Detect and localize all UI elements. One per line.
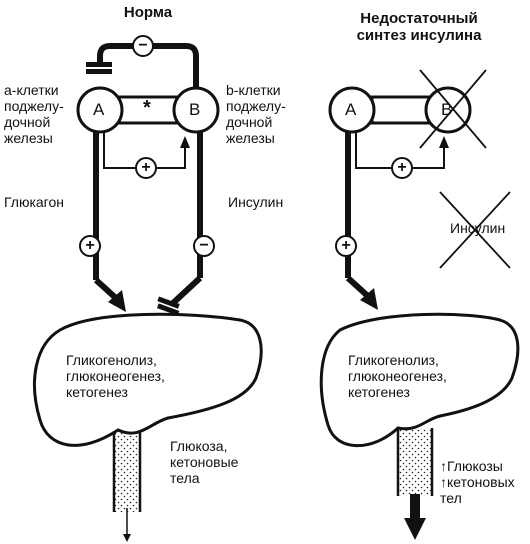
right-insulin-crossed-label: Инсулин [450, 220, 506, 236]
left-glucagon-arrowhead [108, 290, 126, 312]
left-middle-sign-circle [135, 157, 157, 179]
right-liver-text: Гликогенолиз, глюконеогенез, кетогенез [348, 352, 447, 400]
left-title: Норма [123, 4, 173, 21]
right-beta-cell [424, 86, 472, 134]
right-glucagon-arrowhead [360, 288, 378, 310]
left-middle-sign: + [141, 159, 151, 176]
left-top-sign-circle [132, 35, 154, 57]
left-insulin-label: Инсулин [228, 194, 284, 210]
left-glucagon-sign: + [85, 237, 95, 254]
right-output-text: ↑Глюкозы ↑кетоновых тел [440, 458, 515, 506]
left-top-sign: − [138, 37, 148, 54]
left-liver [33, 312, 263, 447]
right-node-a: A [345, 100, 357, 119]
right-node-b: B [441, 100, 453, 119]
right-middle-sign-circle [391, 157, 413, 179]
left-beta-label: b-клетки поджелу- дочной железы [226, 82, 286, 146]
left-liver-text: Гликогенолиз, глюконеогенез, кетогенез [66, 352, 165, 400]
left-output-text: Глюкоза, кетоновые тела [170, 438, 239, 486]
right-output-arrow [410, 494, 420, 520]
right-alpha-cell [328, 86, 376, 134]
right-output-tube [398, 428, 432, 496]
left-insulin-inhibition-bar [157, 296, 180, 309]
left-glucagon-label: Глюкагон [4, 194, 64, 210]
right-liver [319, 312, 520, 448]
right-glucagon-sign-circle [335, 235, 357, 257]
left-alpha-label: а-клетки поджелу- дочной железы [4, 82, 64, 146]
right-glucagon-sign: + [341, 237, 351, 254]
right-middle-sign: + [397, 159, 407, 176]
left-insulin-sign: − [199, 237, 209, 254]
left-top-inhibition-bar [86, 62, 112, 67]
left-beta-cell [172, 86, 220, 134]
left-alpha-cell [76, 86, 124, 134]
left-insulin-sign-circle [193, 235, 215, 257]
right-panel [319, 69, 520, 540]
left-node-a: A [93, 100, 105, 119]
left-node-b: B [189, 100, 201, 119]
left-glucagon-sign-circle [79, 235, 101, 257]
left-output-tube [114, 432, 140, 512]
left-panel [33, 35, 263, 542]
left-junction-mark: * [143, 97, 151, 119]
right-title: Недостаточный синтез инсулина [356, 10, 482, 44]
